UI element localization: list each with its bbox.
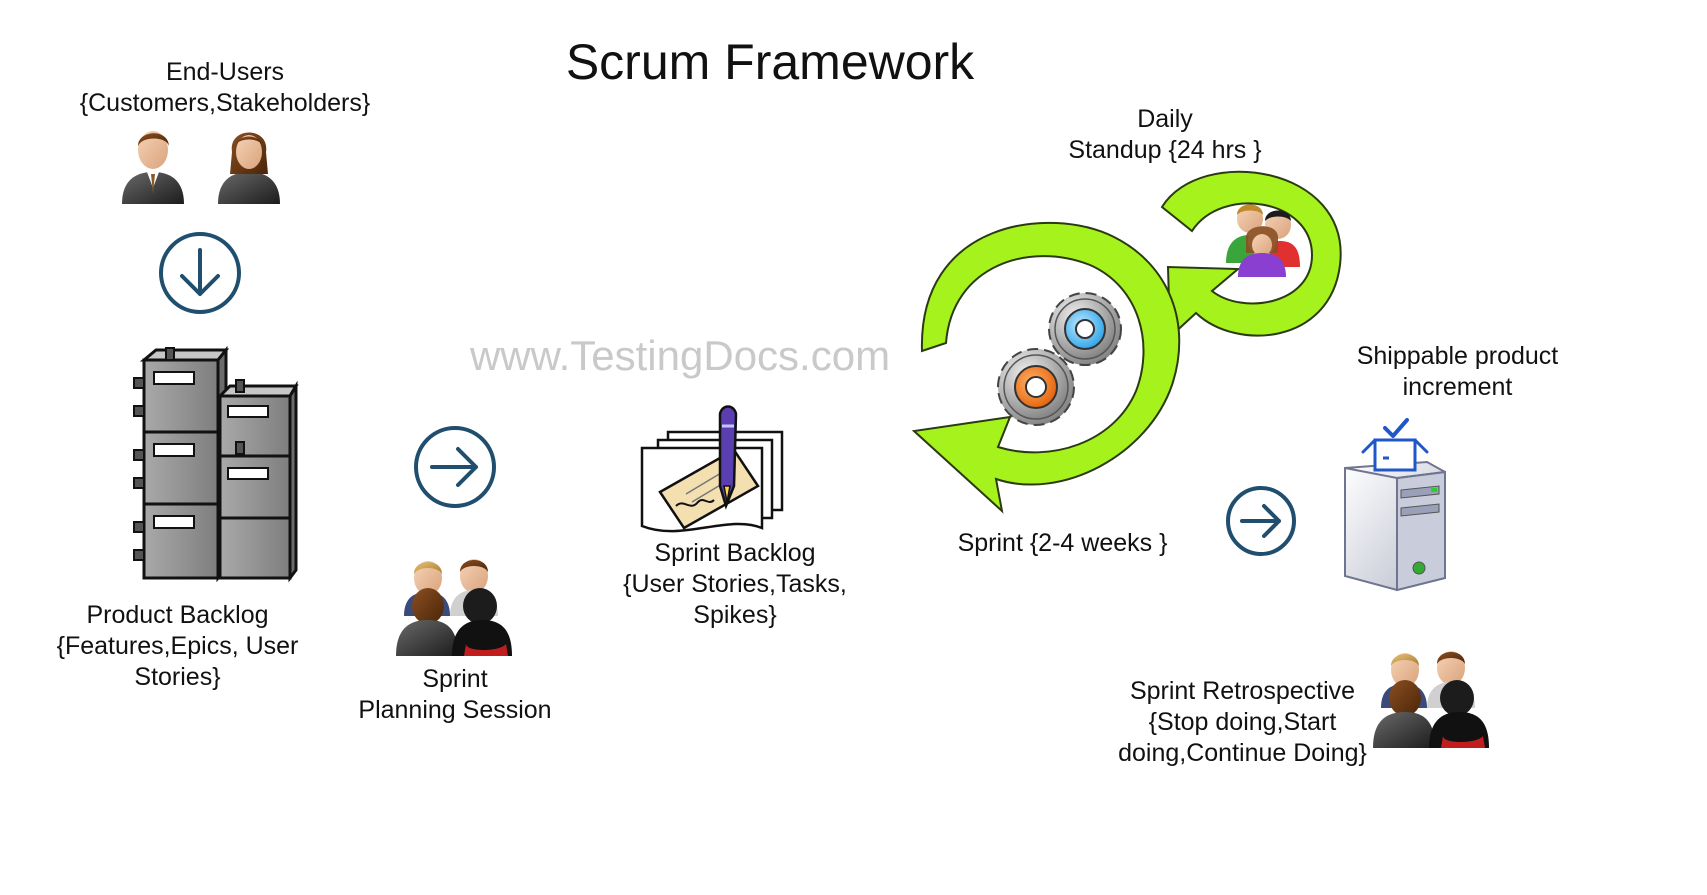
sprint-planning-subtitle: Planning Session bbox=[358, 696, 552, 724]
product-backlog-title: Product Backlog bbox=[86, 601, 269, 629]
diagram-title: Scrum Framework bbox=[565, 34, 975, 90]
watermark: www.TestingDocs.com bbox=[469, 332, 891, 379]
sprint-loop-arrow bbox=[911, 221, 1181, 514]
arrow-right-circle-icon bbox=[414, 426, 496, 508]
businessman-icon bbox=[122, 131, 184, 204]
retrospective-title: Sprint Retrospective bbox=[1129, 677, 1356, 705]
arrow-down-circle-icon bbox=[159, 232, 241, 314]
gears-icon bbox=[997, 292, 1122, 426]
daily-standup-subtitle: Standup {24 hrs } bbox=[1068, 136, 1262, 164]
scrum-cycle-loops bbox=[911, 170, 1342, 514]
filing-cabinets-icon bbox=[133, 345, 299, 583]
end-users-title: End-Users bbox=[165, 58, 285, 86]
end-users-subtitle: {Customers,Stakeholders} bbox=[79, 89, 371, 117]
sprint-backlog-line3: Spikes} bbox=[693, 601, 777, 629]
businesswoman-icon bbox=[218, 132, 280, 204]
sprint-planning-label: Sprint Planning Session bbox=[345, 664, 565, 726]
daily-loop-arrow bbox=[1160, 170, 1342, 340]
group-people-icon bbox=[1226, 204, 1300, 277]
sprint-planning-title: Sprint bbox=[422, 665, 488, 693]
retrospective-label: Sprint Retrospective {Stop doing,Start d… bbox=[1100, 676, 1385, 769]
shippable-subtitle: increment bbox=[1402, 373, 1513, 401]
server-box-icon bbox=[1344, 418, 1446, 592]
product-backlog-line2: {Features,Epics, User bbox=[56, 632, 299, 660]
arrow-right-circle-icon bbox=[1226, 486, 1296, 556]
product-backlog-line3: Stories} bbox=[134, 663, 221, 691]
team-meeting-icon bbox=[1373, 651, 1489, 748]
sprint-backlog-title: Sprint Backlog bbox=[654, 539, 816, 567]
retrospective-line3: doing,Continue Doing} bbox=[1118, 739, 1367, 767]
team-meeting-icon bbox=[396, 559, 512, 656]
document-pen-icon bbox=[640, 405, 784, 533]
end-users-label: End-Users {Customers,Stakeholders} bbox=[60, 57, 390, 119]
sprint-backlog-label: Sprint Backlog {User Stories,Tasks, Spik… bbox=[600, 538, 870, 631]
retrospective-line2: {Stop doing,Start bbox=[1148, 708, 1337, 736]
shippable-title: Shippable product bbox=[1356, 342, 1559, 370]
product-backlog-label: Product Backlog {Features,Epics, User St… bbox=[40, 600, 315, 693]
shippable-label: Shippable product increment bbox=[1340, 341, 1575, 403]
sprint-label: Sprint {2-4 weeks } bbox=[957, 529, 1168, 557]
sprint-backlog-line2: {User Stories,Tasks, bbox=[623, 570, 847, 598]
daily-standup-title: Daily bbox=[1137, 105, 1193, 133]
daily-standup-label: Daily Standup {24 hrs } bbox=[1045, 104, 1285, 166]
